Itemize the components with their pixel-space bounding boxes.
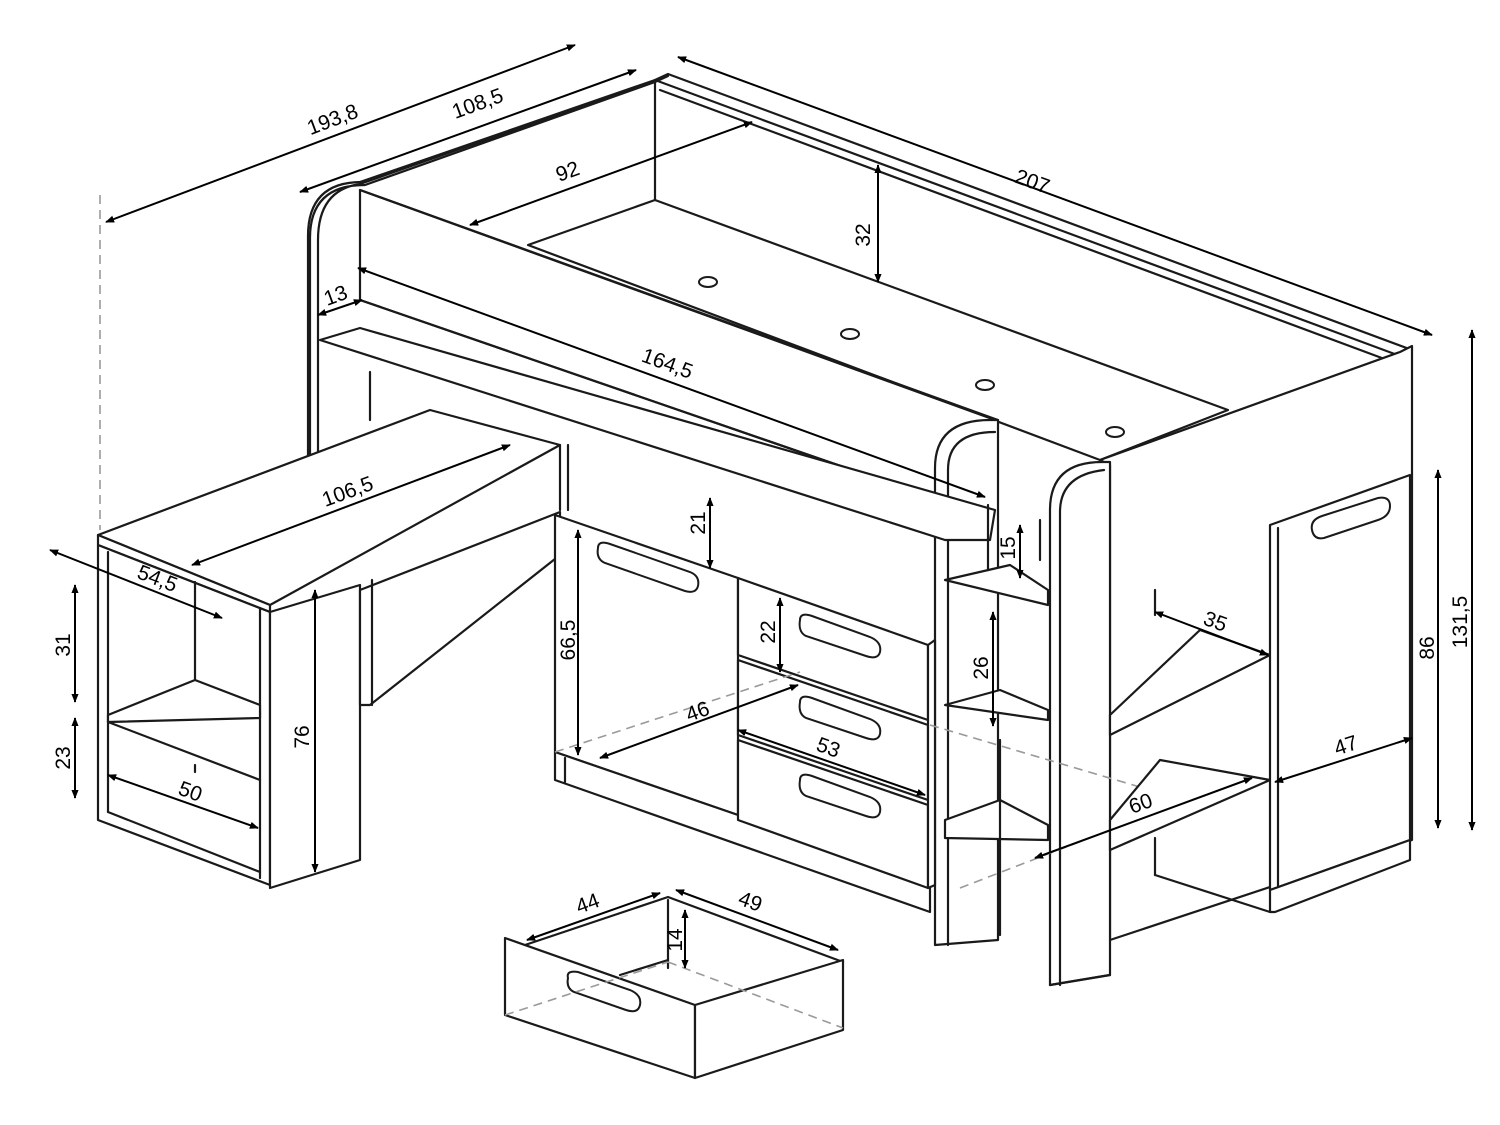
label-open-shelf-height: 26 xyxy=(970,656,993,679)
label-loose-drawer-length: 49 xyxy=(735,887,765,917)
label-drawer-height: 22 xyxy=(757,620,780,643)
label-bed-depth: 207 xyxy=(1012,165,1053,199)
label-desk-height: 76 xyxy=(291,725,314,748)
desk-unit xyxy=(96,408,562,890)
label-bookcase-bottom-shelf: 23 xyxy=(52,746,75,769)
dimension-lines xyxy=(49,44,1476,969)
label-mattress-width: 92 xyxy=(553,157,583,187)
label-step-height: 15 xyxy=(997,536,1020,559)
label-loose-drawer-height: 14 xyxy=(664,928,687,952)
label-total-height: 131,5 xyxy=(1449,596,1472,649)
wardrobe xyxy=(1268,473,1412,914)
label-cabinet-door-height: 66,5 xyxy=(557,620,580,661)
label-cabinet-gap: 21 xyxy=(687,511,710,534)
loose-drawer xyxy=(503,895,845,1080)
label-rail-height: 32 xyxy=(852,223,875,246)
label-bookcase-top-shelf: 31 xyxy=(52,633,75,656)
label-wardrobe-height: 86 xyxy=(1416,636,1439,659)
label-total-length: 193,8 xyxy=(304,100,361,140)
